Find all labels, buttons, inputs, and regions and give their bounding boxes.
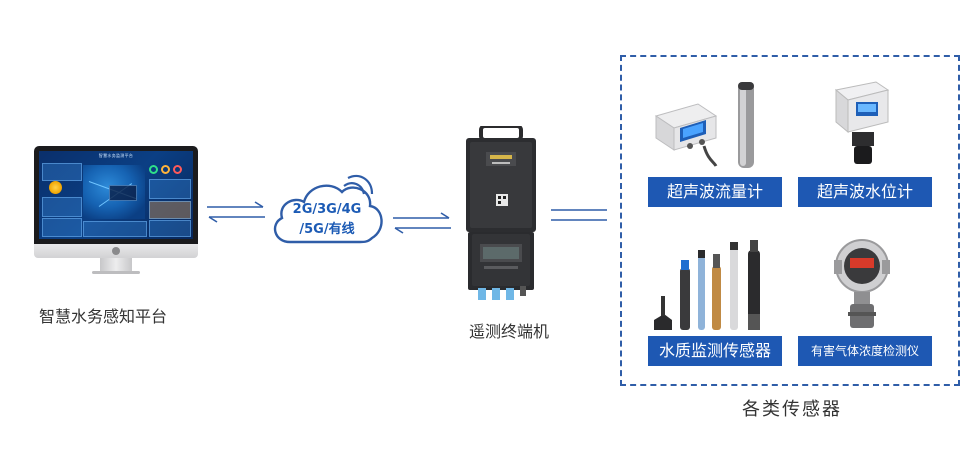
gauge-icon [149,165,158,174]
network-line-2: /5G/有线 [299,222,355,237]
map-popup [109,185,137,201]
sensors-title: 各类传感器 [742,399,842,420]
screen-panel [42,218,82,237]
telemetry-terminal [462,124,540,302]
connection-lines [551,209,607,221]
sensors-group-box [620,55,960,386]
cloud-icon [273,174,383,244]
bidirectional-arrow-icon [393,212,451,234]
sensor-tag-level-meter: 超声波水位计 [798,177,932,207]
monitor-bezel: 智慧水务监测平台 [34,146,198,244]
screen-title: 智慧水务监测平台 [98,153,134,158]
sensor-tag-water-quality: 水质监测传感器 [648,336,782,366]
platform-monitor: 智慧水务监测平台 [34,146,198,274]
weather-sun-icon [49,181,62,194]
gauge-icon [161,165,170,174]
sensor-tag-flowmeter: 超声波流量计 [648,177,782,207]
monitor-foot [92,271,140,274]
gauge-icon [173,165,182,174]
monitor-stand [100,258,132,272]
platform-label: 智慧水务感知平台 [39,307,168,326]
screen-panel [42,163,82,181]
camera-feed [149,201,191,219]
dashboard-screen: 智慧水务监测平台 [39,151,193,239]
bidirectional-arrow-icon [207,201,265,223]
water-quality-probes-image [654,240,760,330]
screen-panel [83,221,147,237]
apple-logo-icon [112,247,120,255]
terminal-device-icon [466,124,536,300]
sensor-tag-gas-detector: 有害气体浓度检测仪 [798,336,932,366]
screen-panel [149,220,191,237]
gas-detector-image [834,239,890,328]
screen-panel [149,179,191,199]
network-line-1: 2G/3G/4G [292,202,362,217]
screen-panel [42,197,82,217]
terminal-label: 遥测终端机 [469,322,550,341]
network-cloud: 2G/3G/4G /5G/有线 [268,172,386,250]
ultrasonic-flowmeter-image [654,82,754,168]
ultrasonic-level-meter-image [834,81,890,164]
